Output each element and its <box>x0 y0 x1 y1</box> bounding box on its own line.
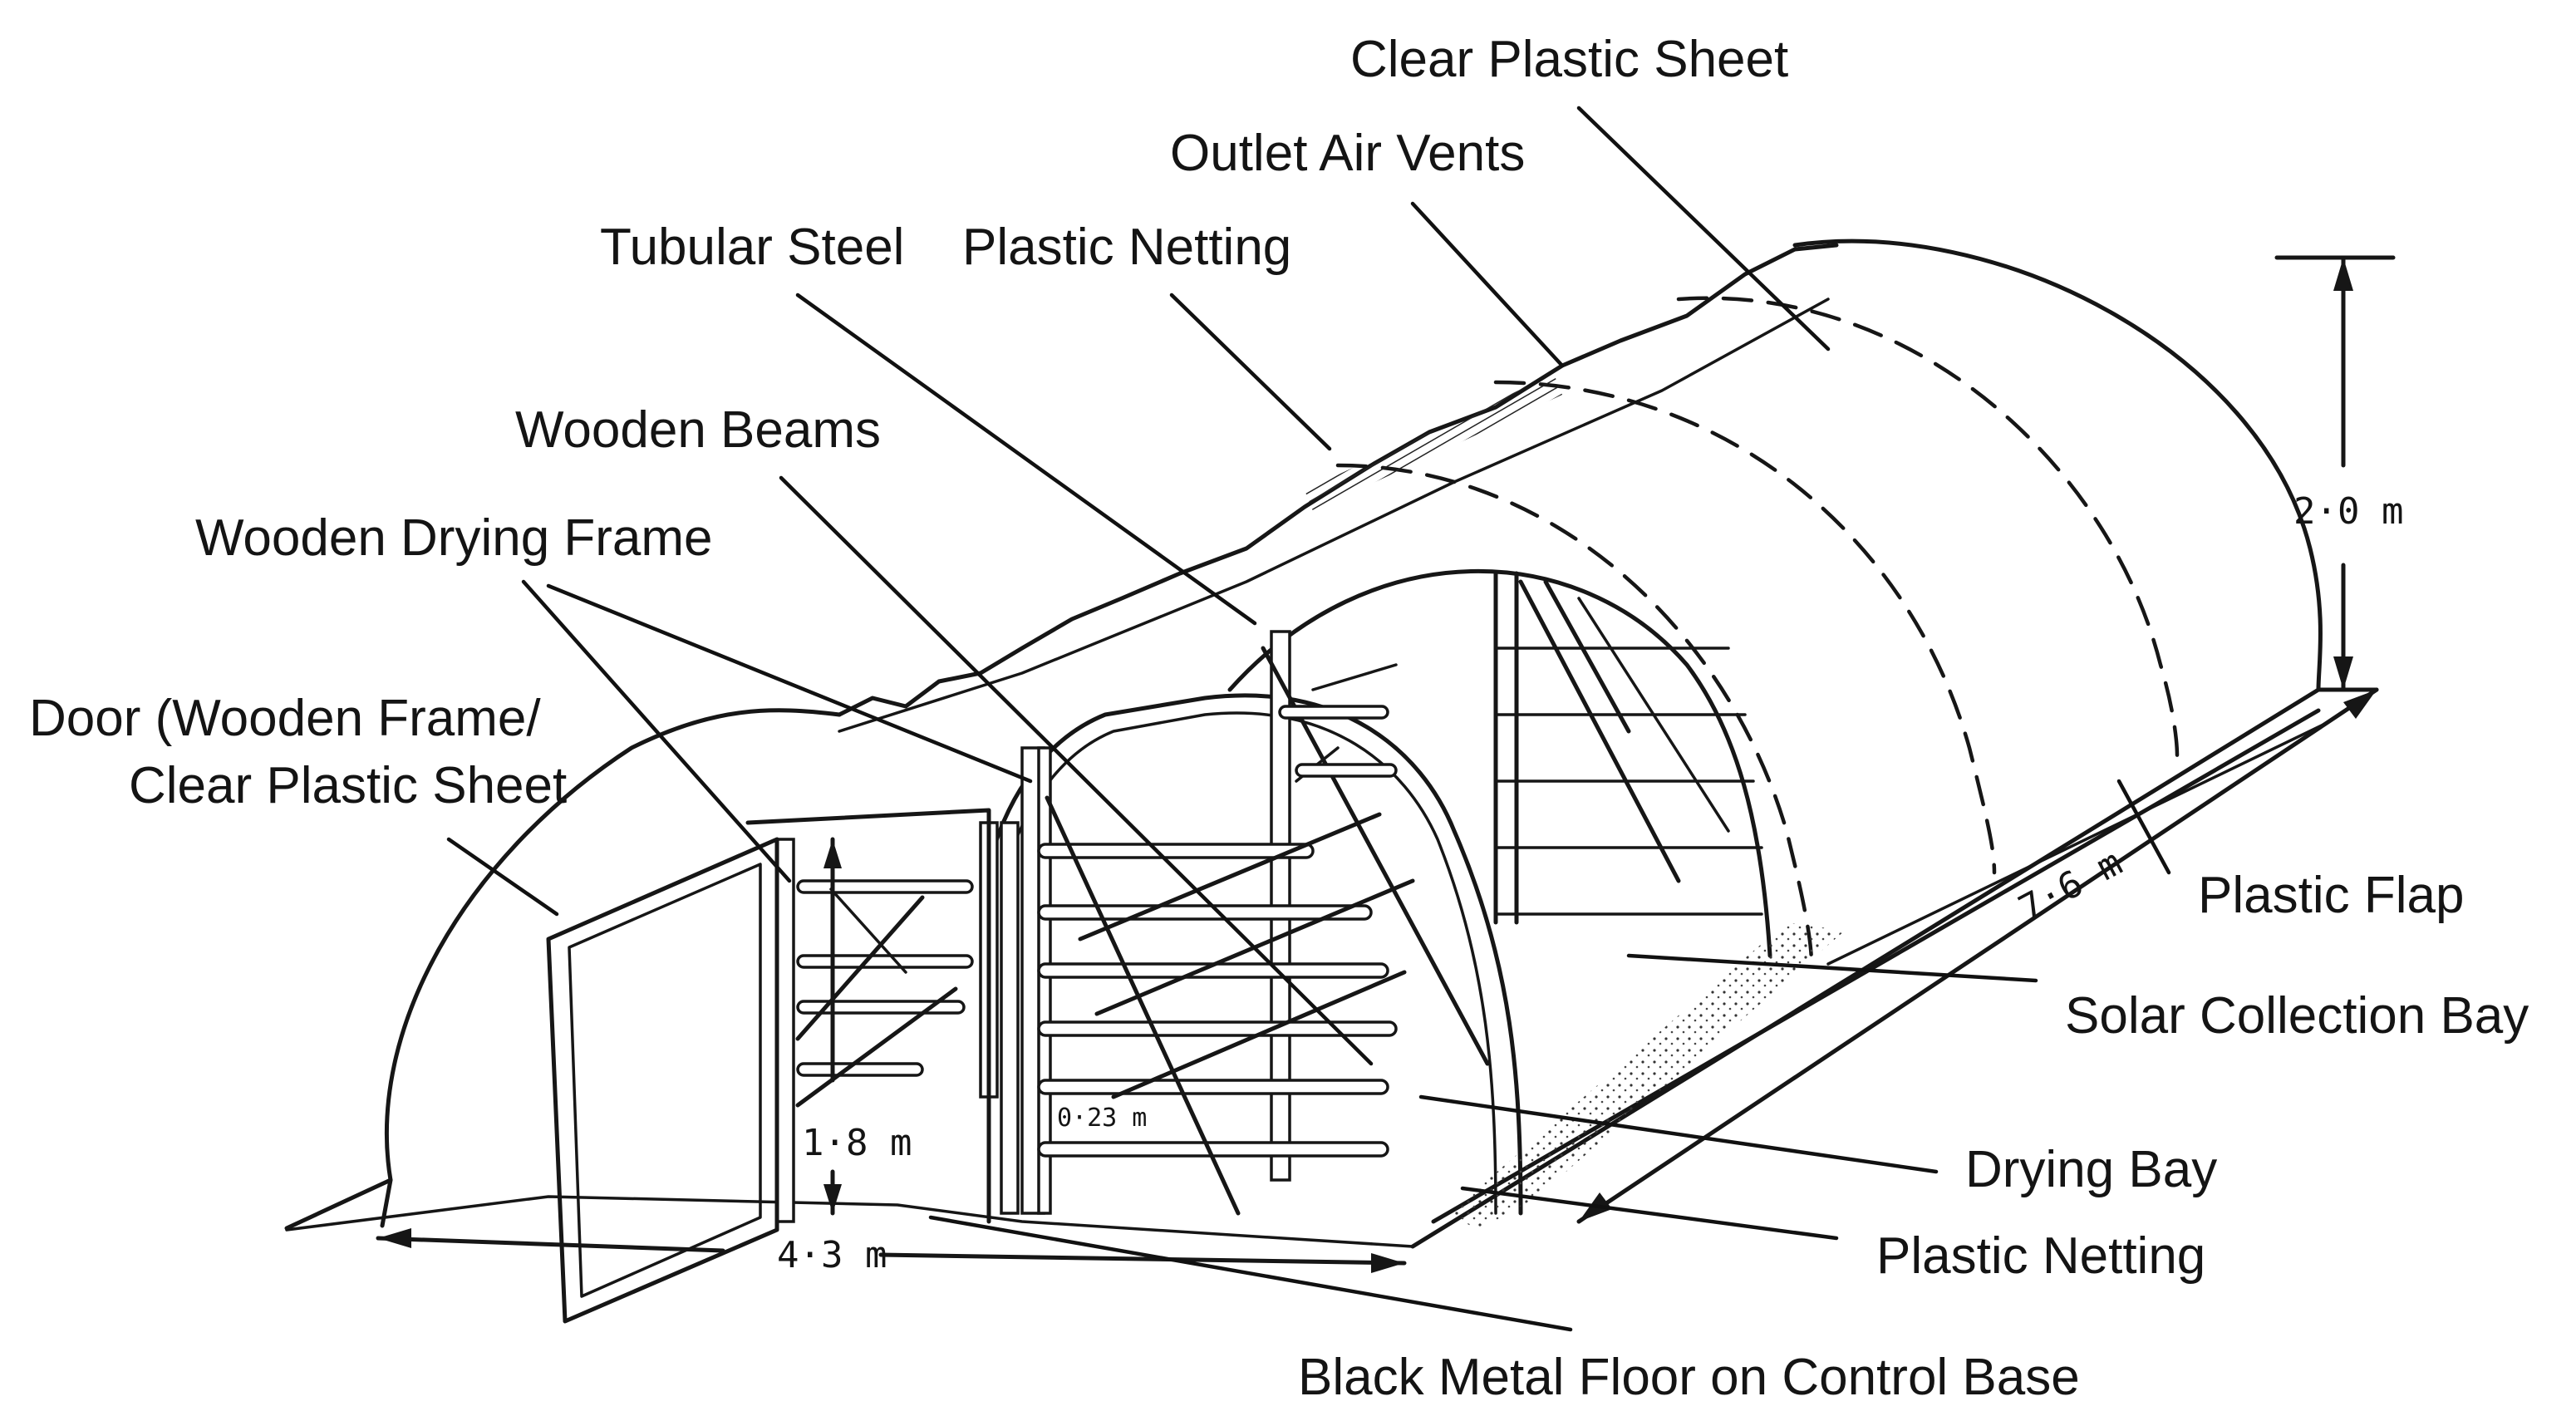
label-black-metal-floor: Black Metal Floor on Control Base <box>1298 1349 2080 1406</box>
label-outlet-air-vents: Outlet Air Vents <box>1170 125 1525 182</box>
label-wooden-beams: Wooden Beams <box>515 401 881 459</box>
solar-collection-floor <box>1487 922 1845 1197</box>
door-leaf-inner <box>568 863 762 1298</box>
dimension-width: 4·3 m <box>376 1228 1407 1276</box>
labels: Clear Plastic Sheet Outlet Air Vents Tub… <box>29 31 2529 1406</box>
ridge-line <box>837 243 1839 717</box>
label-door-line1: Door (Wooden Frame/ <box>29 690 541 747</box>
door-height-dimension-label: 1·8 m <box>802 1122 912 1164</box>
rack-spacing-dimension-label: 0·23 m <box>1057 1104 1147 1133</box>
front-arch <box>384 708 842 1182</box>
dryer-structure: 2·0 m 7·6 m 4·3 m 1·8 m 0·23 m <box>284 238 2403 1324</box>
label-tubular-steel: Tubular Steel <box>600 219 904 276</box>
dimension-door-height: 1·8 m <box>802 837 912 1216</box>
rear-arch <box>1792 238 2323 692</box>
leader-lines <box>446 106 2171 1332</box>
height-dimension-label: 2·0 m <box>2293 490 2403 533</box>
steel-hoop-middle <box>1227 568 1772 958</box>
label-drying-bay: Drying Bay <box>1965 1141 2217 1198</box>
ground-front-edge <box>285 1195 1414 1248</box>
cover-hoop-3 <box>1493 380 1997 875</box>
ridge-line-inner <box>838 297 1830 733</box>
label-plastic-netting-bottom: Plastic Netting <box>1876 1227 2205 1285</box>
label-door-line2: Clear Plastic Sheet <box>129 757 567 814</box>
vent-hatch <box>1305 374 1562 511</box>
cover-hoop-2 <box>1676 296 2180 759</box>
cover-hoop-1 <box>1335 463 1814 966</box>
width-dimension-label: 4·3 m <box>777 1234 887 1276</box>
back-rack <box>1493 571 1763 925</box>
flap-line <box>1826 721 2328 966</box>
label-clear-plastic-sheet: Clear Plastic Sheet <box>1350 31 1788 88</box>
label-plastic-flap: Plastic Flap <box>2198 867 2464 924</box>
door-frame <box>745 808 991 1224</box>
label-solar-collection-bay: Solar Collection Bay <box>2065 987 2529 1045</box>
label-plastic-netting-top: Plastic Netting <box>962 219 1291 276</box>
drying-floor <box>1446 1180 1537 1230</box>
door-leaf <box>546 837 779 1324</box>
door-assembly <box>546 808 1020 1324</box>
front-base-line <box>284 1178 393 1231</box>
label-wooden-drying-frame: Wooden Drying Frame <box>195 509 713 567</box>
inner-arch-front <box>986 693 1523 1216</box>
dimension-height: 2·0 m <box>2274 255 2403 692</box>
